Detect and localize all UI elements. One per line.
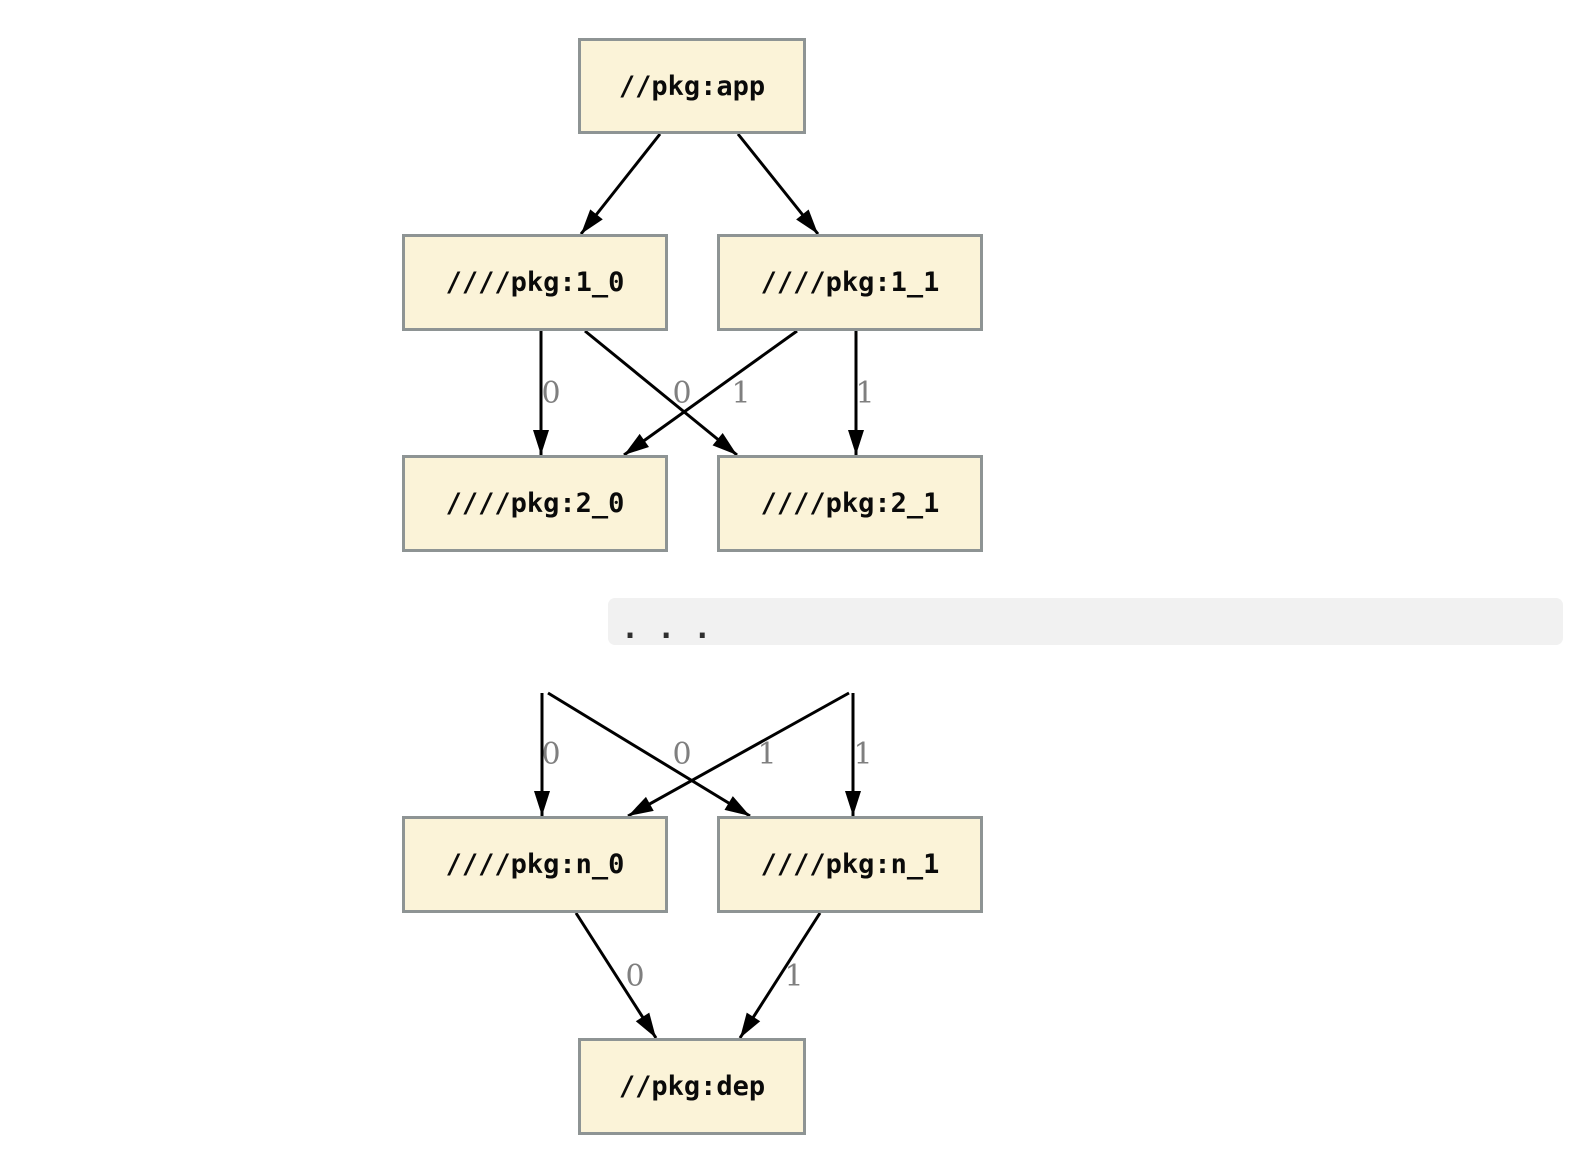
edge-label-n_0-dep: 0 xyxy=(625,959,644,994)
ellipsis-band: . . . xyxy=(608,598,1563,645)
node-pkg-2-1: ////pkg:2_1 xyxy=(717,455,983,552)
edge-label-elided-n_0: 0 xyxy=(541,737,560,772)
node-label: ////pkg:n_0 xyxy=(445,849,625,880)
node-label: ////pkg:1_0 xyxy=(445,267,625,298)
edge-1_0-to-2_1 xyxy=(584,329,738,457)
edge-app-to-1_1 xyxy=(736,133,820,235)
node-label: ////pkg:n_1 xyxy=(760,849,940,880)
node-pkg-n-0: ////pkg:n_0 xyxy=(402,816,668,913)
edge-n_1-to-dep xyxy=(738,912,822,1039)
node-label: ////pkg:1_1 xyxy=(760,267,940,298)
node-label: //pkg:dep xyxy=(618,1071,766,1102)
node-pkg-n-1: ////pkg:n_1 xyxy=(717,816,983,913)
edge-label-1_0-2_1: 1 xyxy=(731,376,750,411)
node-pkg-2-0: ////pkg:2_0 xyxy=(402,455,668,552)
node-label: ////pkg:2_1 xyxy=(760,488,940,519)
node-pkg-app: //pkg:app xyxy=(578,38,806,134)
node-label: //pkg:app xyxy=(618,70,766,102)
ellipsis-text: . . . xyxy=(621,610,712,646)
edge-n_0-to-dep xyxy=(574,912,658,1039)
edge-app-to-1_0 xyxy=(579,133,662,235)
edge-label-elided-cross-n_0: 0 xyxy=(672,737,691,772)
edge-label-1_1-2_1: 1 xyxy=(855,376,874,411)
edge-elided-to-n_1 xyxy=(547,691,751,818)
edge-label-elided-n_1: 1 xyxy=(757,737,776,772)
node-pkg-dep: //pkg:dep xyxy=(578,1038,806,1135)
edge-1_1-to-2_0 xyxy=(623,329,798,457)
edge-label-elided-n_1-vertical: 1 xyxy=(853,737,872,772)
node-label: ////pkg:2_0 xyxy=(445,488,625,519)
edge-label-1_1-2_0: 0 xyxy=(672,376,691,411)
edge-label-n_1-dep: 1 xyxy=(784,959,803,994)
edge-label-1_0-2_0: 0 xyxy=(541,376,560,411)
edge-elided-cross-to-n_0 xyxy=(627,691,850,818)
node-pkg-1-0: ////pkg:1_0 xyxy=(402,234,668,331)
node-pkg-1-1: ////pkg:1_1 xyxy=(717,234,983,331)
